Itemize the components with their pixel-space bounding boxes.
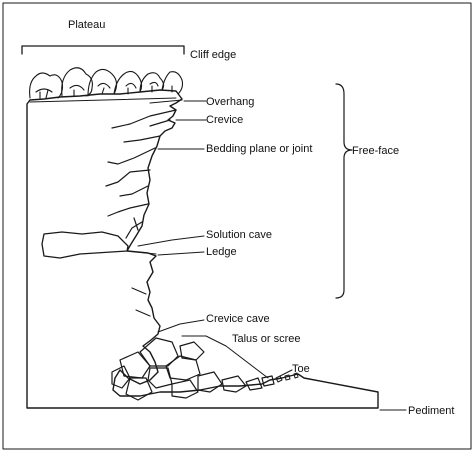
cliff-crevices — [105, 109, 177, 239]
ledge-lines — [126, 250, 157, 317]
talus-boulders — [111, 337, 275, 401]
label-overhang: Overhang — [206, 96, 254, 108]
solution-cave — [41, 231, 129, 259]
plateau-brace — [21, 45, 185, 55]
label-toe: Toe — [292, 363, 310, 375]
label-talus: Talus or scree — [232, 333, 300, 345]
leader-toe — [279, 369, 293, 377]
leader-ledge — [157, 251, 205, 256]
label-crevice-cave: Crevice cave — [206, 313, 270, 325]
cliff-rock-mass — [26, 89, 379, 409]
label-solution-cave: Solution cave — [206, 229, 272, 241]
overhang-strata — [29, 97, 183, 104]
talus-bracket — [181, 335, 269, 379]
label-free-face: Free-face — [352, 145, 399, 157]
scree-pebbles — [275, 372, 299, 383]
free-face-brace — [335, 83, 353, 299]
plateau-vegetation — [29, 67, 184, 99]
label-ledge: Ledge — [206, 246, 237, 258]
label-cliff-edge: Cliff edge — [190, 49, 236, 61]
label-pediment: Pediment — [408, 405, 454, 417]
leader-solution-cave — [137, 235, 205, 247]
leader-crevice-cave — [157, 319, 205, 333]
label-crevice: Crevice — [206, 114, 243, 126]
label-plateau: Plateau — [68, 19, 105, 31]
label-bedding-plane: Bedding plane or joint — [206, 143, 312, 155]
